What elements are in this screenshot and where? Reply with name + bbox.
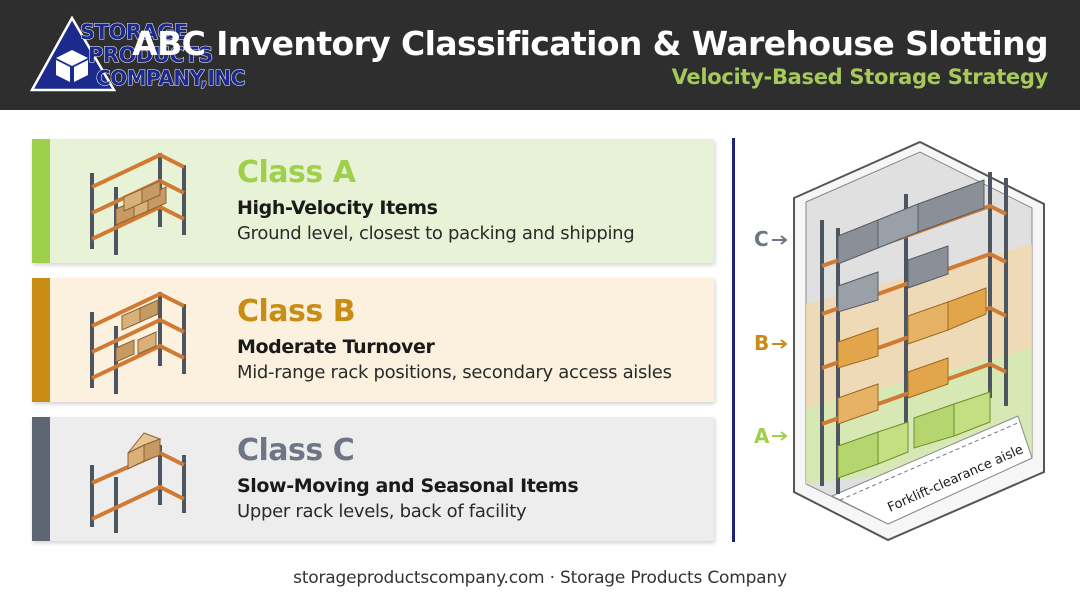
page-subtitle: Velocity-Based Storage Strategy — [671, 65, 1049, 89]
class-c-description: Upper rack levels, back of facility — [237, 501, 527, 522]
class-a-heading: High-Velocity Items — [237, 197, 438, 219]
logo-cube-icon — [30, 15, 117, 92]
class-b-accent-bar — [32, 278, 50, 402]
logo-line-3: COMPANY,INC — [96, 66, 246, 90]
class-a-card: Class A High-Velocity Items Ground level… — [32, 139, 714, 263]
class-a-description: Ground level, closest to packing and shi… — [237, 223, 635, 244]
class-c-heading: Slow-Moving and Seasonal Items — [237, 475, 579, 497]
company-logo[interactable]: STORAGE PRODUCTS COMPANY,INC — [30, 14, 250, 96]
logo-line-1: STORAGE — [80, 20, 189, 44]
level-label-c: C — [754, 227, 769, 251]
class-b-heading: Moderate Turnover — [237, 336, 435, 358]
section-divider — [732, 138, 735, 542]
class-b-description: Mid-range rack positions, secondary acce… — [237, 362, 672, 383]
header-bar: STORAGE PRODUCTS COMPANY,INC ABC Invento… — [0, 0, 1080, 110]
class-b-card: Class B Moderate Turnover Mid-range rack… — [32, 278, 714, 402]
class-c-name: Class C — [237, 433, 355, 468]
class-c-card: Class C Slow-Moving and Seasonal Items U… — [32, 417, 714, 541]
logo-line-2: PRODUCTS — [88, 43, 214, 67]
storage-rack-icon — [90, 152, 186, 255]
arrow-right-icon — [772, 339, 788, 349]
arrow-right-icon — [772, 431, 788, 441]
warehouse-rack-illustration: C B A Forklift-clearance aisle — [754, 140, 1045, 542]
arrow-right-icon — [772, 235, 788, 245]
level-label-b: B — [754, 331, 769, 355]
class-b-name: Class B — [237, 294, 356, 329]
level-label-a: A — [754, 424, 770, 448]
class-a-accent-bar — [32, 139, 50, 263]
storage-rack-icon — [90, 291, 186, 394]
class-a-name: Class A — [237, 155, 356, 190]
class-c-accent-bar — [32, 417, 50, 541]
page-title: ABC Inventory Classification & Warehouse… — [132, 24, 1048, 63]
footer-credit: storageproductscompany.com · Storage Pro… — [293, 568, 787, 588]
storage-rack-icon — [90, 432, 186, 533]
